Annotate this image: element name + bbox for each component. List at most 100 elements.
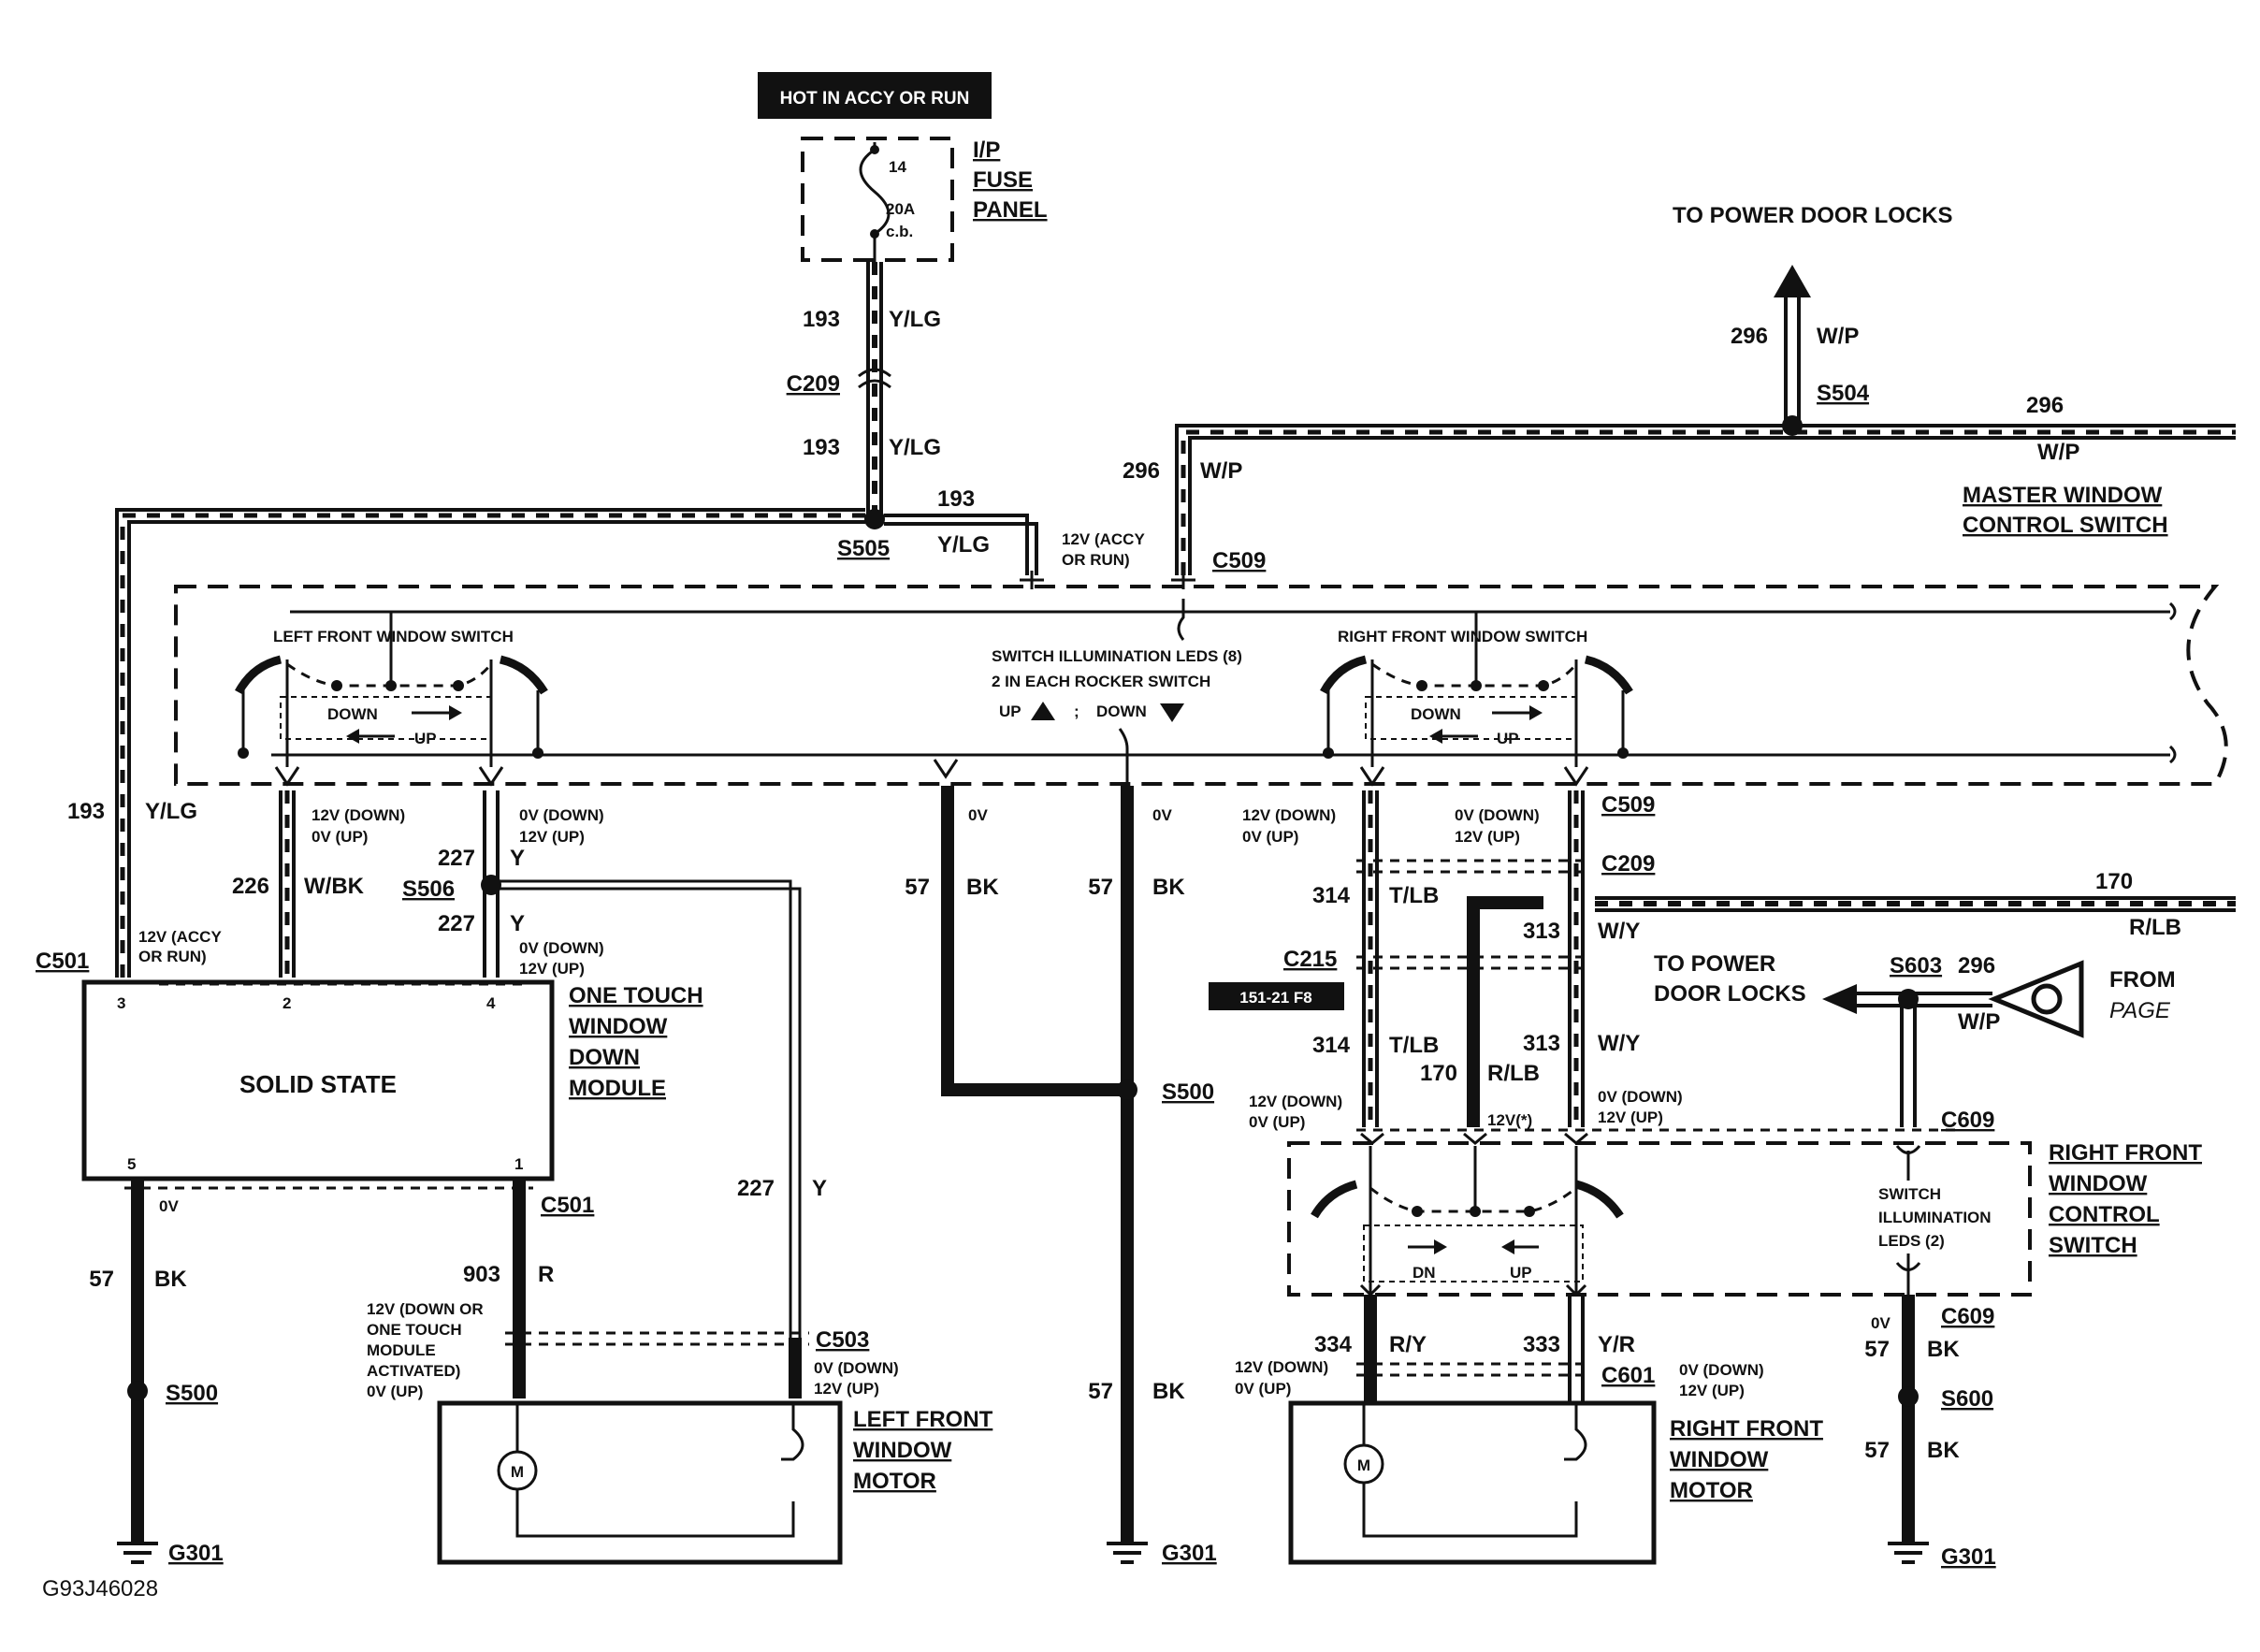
wire-226 — [279, 790, 296, 978]
svg-text:SWITCH ILLUMINATION LEDS (8): SWITCH ILLUMINATION LEDS (8) — [992, 647, 1242, 665]
svg-text:SOLID STATE: SOLID STATE — [239, 1070, 397, 1098]
svg-text:G301: G301 — [1162, 1541, 1217, 1566]
right-front-window-switch: DOWN UP — [1320, 612, 1633, 767]
svg-text:57: 57 — [1088, 875, 1113, 900]
svg-text:14: 14 — [889, 158, 906, 176]
svg-text:ACTIVATED): ACTIVATED) — [367, 1362, 460, 1380]
svg-text:UP: UP — [999, 703, 1021, 720]
hot-label-box — [758, 72, 992, 119]
svg-text:S504: S504 — [1817, 381, 1870, 406]
svg-text:2 IN EACH ROCKER SWITCH: 2 IN EACH ROCKER SWITCH — [992, 673, 1210, 690]
svg-text:DN: DN — [1412, 1264, 1436, 1282]
svg-text:334: 334 — [1314, 1332, 1353, 1357]
svg-text:296: 296 — [2026, 393, 2064, 418]
left-front-window-motor — [437, 1400, 843, 1565]
ground-icon — [1107, 1532, 1148, 1564]
svg-text:PANEL: PANEL — [973, 197, 1048, 223]
svg-text:0V (DOWN): 0V (DOWN) — [519, 939, 604, 957]
svg-text:UP: UP — [1510, 1264, 1532, 1282]
svg-text:314: 314 — [1312, 1033, 1351, 1058]
svg-text:0V (UP): 0V (UP) — [311, 828, 368, 846]
svg-text:BK: BK — [1927, 1337, 1960, 1362]
svg-text:57: 57 — [1864, 1438, 1890, 1463]
svg-text:Y/LG: Y/LG — [937, 532, 990, 558]
svg-text:M: M — [1357, 1456, 1370, 1474]
svg-text:W/P: W/P — [2037, 440, 2079, 465]
svg-text:2: 2 — [282, 994, 291, 1012]
svg-text:WINDOW: WINDOW — [569, 1014, 668, 1039]
wire-193-horizontal — [115, 508, 865, 978]
svg-text:UP: UP — [414, 730, 437, 747]
svg-text:MOTOR: MOTOR — [853, 1469, 936, 1494]
svg-text:12V (UP): 12V (UP) — [1679, 1382, 1745, 1399]
svg-text:57: 57 — [1088, 1379, 1113, 1404]
svg-text:0V: 0V — [1871, 1314, 1891, 1332]
ground-icon — [1888, 1532, 1929, 1564]
arrow-left-icon — [1822, 984, 1857, 1014]
svg-text:Y: Y — [510, 911, 525, 936]
svg-text:12V(*): 12V(*) — [1487, 1111, 1532, 1129]
svg-text:BK: BK — [966, 875, 999, 900]
svg-text:C509: C509 — [1601, 792, 1655, 818]
svg-text:Y/LG: Y/LG — [889, 307, 941, 332]
svg-text:296: 296 — [1958, 953, 1995, 978]
svg-text:227: 227 — [438, 911, 475, 936]
svg-text:C601: C601 — [1601, 1363, 1655, 1388]
svg-text:0V (DOWN): 0V (DOWN) — [1455, 806, 1540, 824]
svg-text:S506: S506 — [402, 877, 455, 902]
svg-text:DOWN: DOWN — [1411, 705, 1461, 723]
svg-text:LEDS (2): LEDS (2) — [1878, 1232, 1945, 1250]
splice-s600 — [1898, 1386, 1919, 1407]
svg-text:;: ; — [1074, 703, 1079, 720]
svg-text:3: 3 — [117, 994, 125, 1012]
svg-text:0V (UP): 0V (UP) — [1242, 828, 1298, 846]
svg-text:W/BK: W/BK — [304, 874, 365, 899]
svg-text:T/LB: T/LB — [1389, 883, 1439, 908]
svg-text:DOWN: DOWN — [327, 705, 378, 723]
svg-text:0V: 0V — [159, 1197, 179, 1215]
svg-text:ONE TOUCH: ONE TOUCH — [569, 983, 703, 1008]
master-switch-label: MASTER WINDOW — [1963, 483, 2163, 508]
svg-text:S600: S600 — [1941, 1386, 1993, 1412]
svg-text:4: 4 — [486, 994, 496, 1012]
svg-text:12V (DOWN OR: 12V (DOWN OR — [367, 1300, 484, 1318]
svg-text:SWITCH: SWITCH — [1878, 1185, 1941, 1203]
svg-text:57: 57 — [1864, 1337, 1890, 1362]
svg-text:170: 170 — [2095, 869, 2133, 894]
svg-text:C209: C209 — [1601, 851, 1655, 877]
svg-text:RIGHT FRONT WINDOW SWITCH: RIGHT FRONT WINDOW SWITCH — [1338, 628, 1587, 645]
svg-text:193: 193 — [937, 486, 975, 512]
svg-text:W/Y: W/Y — [1598, 1031, 1640, 1056]
wire-227 — [483, 790, 802, 1338]
splice-s505 — [864, 509, 885, 529]
svg-text:RIGHT FRONT: RIGHT FRONT — [1670, 1416, 1823, 1442]
svg-text:227: 227 — [737, 1176, 775, 1201]
svg-text:OR RUN): OR RUN) — [138, 948, 207, 965]
svg-text:DOOR LOCKS: DOOR LOCKS — [1654, 981, 1806, 1007]
left-front-window-switch: DOWN UP — [235, 612, 548, 767]
fuse-panel-label: I/P — [973, 138, 1000, 163]
svg-text:S500: S500 — [1162, 1080, 1214, 1105]
svg-text:12V (UP): 12V (UP) — [519, 960, 585, 978]
svg-text:BK: BK — [154, 1267, 187, 1292]
svg-text:FUSE: FUSE — [973, 167, 1033, 193]
svg-text:C503: C503 — [816, 1327, 869, 1353]
svg-text:193: 193 — [67, 799, 105, 824]
svg-text:CONTROL: CONTROL — [2049, 1202, 2160, 1227]
svg-text:MODULE: MODULE — [569, 1076, 666, 1101]
svg-text:313: 313 — [1523, 1031, 1560, 1056]
svg-text:0V (DOWN): 0V (DOWN) — [814, 1359, 899, 1377]
svg-text:0V (UP): 0V (UP) — [1249, 1113, 1305, 1131]
svg-text:G301: G301 — [168, 1541, 224, 1566]
from-page-connector — [1988, 960, 2084, 1038]
wire-193-vertical — [866, 262, 883, 519]
svg-text:R/Y: R/Y — [1389, 1332, 1427, 1357]
wire-333 — [1568, 1295, 1585, 1403]
hot-label: HOT IN ACCY OR RUN — [780, 89, 970, 109]
svg-text:W/P: W/P — [1958, 1009, 2000, 1035]
splice-s500-left — [127, 1381, 148, 1401]
ground-icon — [117, 1532, 158, 1564]
svg-text:Y/LG: Y/LG — [889, 435, 941, 460]
svg-text:Y/R: Y/R — [1598, 1332, 1635, 1357]
